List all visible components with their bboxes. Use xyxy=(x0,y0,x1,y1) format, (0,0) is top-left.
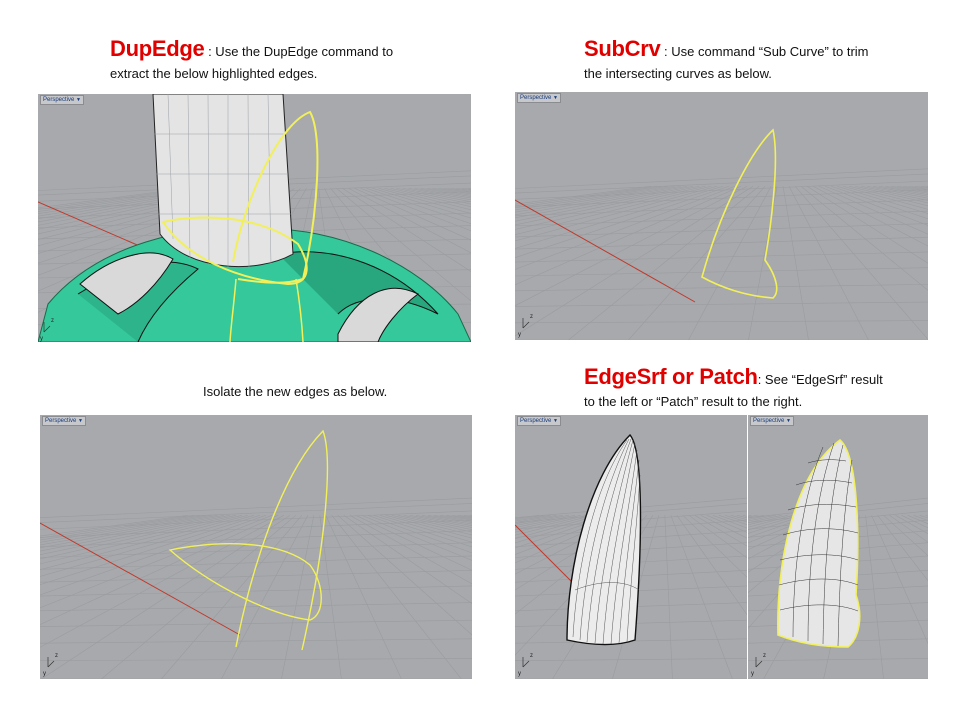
grey-side-surface xyxy=(79,252,174,315)
dupedge-heading: DupEdge : Use the DupEdge command to ext… xyxy=(110,38,440,85)
dupedge-separator: : xyxy=(204,44,212,59)
axis-z-label: z xyxy=(530,314,533,320)
viewport-edgesrf[interactable]: z y Perspective ▼ xyxy=(515,415,747,679)
axis-triad-icon xyxy=(43,322,51,333)
dupedge-scene: z y xyxy=(38,94,471,342)
yellow-edge-fin xyxy=(232,110,319,284)
dupedge-line1: Use the DupEdge command to xyxy=(211,44,394,59)
chevron-down-icon[interactable]: ▼ xyxy=(76,97,81,103)
edgesrf-heading: EdgeSrf or Patch: See “EdgeSrf” result t… xyxy=(584,366,934,413)
viewport-tab-label: Perspective xyxy=(45,418,77,424)
patch-scene: z y xyxy=(748,438,928,679)
axis-y-label: y xyxy=(518,332,521,338)
subcrv-line2: the intersecting curves as below. xyxy=(584,66,772,81)
edgesrf-line2: to the left or “Patch” result to the rig… xyxy=(584,394,803,409)
isolate-scene: z y xyxy=(40,429,472,679)
viewport-subcrv[interactable]: z y Perspective ▼ xyxy=(515,92,928,340)
axis-z-label: z xyxy=(51,318,54,324)
dupedge-line2: extract the below highlighted edges. xyxy=(110,66,318,81)
chevron-down-icon[interactable]: ▼ xyxy=(553,418,558,424)
viewport-dupedge[interactable]: z y Perspective ▼ xyxy=(38,94,471,342)
edgesrf-line1: See “EdgeSrf” result xyxy=(761,372,883,387)
viewport-tab-label: Perspective xyxy=(753,418,785,424)
viewport-tab[interactable]: Perspective ▼ xyxy=(750,416,794,426)
dupedge-command: DupEdge xyxy=(110,36,205,61)
subcrv-line1: Use command “Sub Curve” to trim xyxy=(667,44,869,59)
grey-column xyxy=(152,94,294,268)
viewport-patch[interactable]: z y Perspective ▼ xyxy=(748,415,928,679)
subcrv-heading: SubCrv : Use command “Sub Curve” to trim… xyxy=(584,38,924,85)
viewport-tab-label: Perspective xyxy=(520,95,552,101)
isolate-note: Isolate the new edges as below. xyxy=(203,384,388,399)
axis-z-label: z xyxy=(55,653,58,659)
chevron-down-icon[interactable]: ▼ xyxy=(553,95,558,101)
axis-y-label: y xyxy=(40,336,43,342)
edgesrf-command: EdgeSrf or Patch xyxy=(584,364,758,389)
chevron-down-icon[interactable]: ▼ xyxy=(786,418,791,424)
axis-z-label: z xyxy=(530,653,533,659)
axis-y-label: y xyxy=(43,671,46,677)
viewport-isolate[interactable]: z y Perspective ▼ xyxy=(40,415,472,679)
yellow-edge-loop xyxy=(168,543,322,621)
perspective-grid xyxy=(515,168,928,340)
axis-y-label: y xyxy=(751,671,754,677)
yellow-edge-fin xyxy=(235,429,329,651)
edgesrf-scene: z y xyxy=(515,433,747,679)
subcrv-separator: : xyxy=(660,44,668,59)
perspective-grid xyxy=(40,497,472,679)
viewport-tab[interactable]: Perspective ▼ xyxy=(40,95,84,105)
viewport-tab-label: Perspective xyxy=(520,418,552,424)
viewport-tab[interactable]: Perspective ▼ xyxy=(517,93,561,103)
patch-surface xyxy=(777,438,861,648)
axis-z-label: z xyxy=(763,653,766,659)
viewport-tab[interactable]: Perspective ▼ xyxy=(42,416,86,426)
subcrv-scene: z y xyxy=(515,128,928,340)
x-axis-line xyxy=(40,522,241,636)
viewport-tab[interactable]: Perspective ▼ xyxy=(517,416,561,426)
subcrv-command: SubCrv xyxy=(584,36,661,61)
chevron-down-icon[interactable]: ▼ xyxy=(78,418,83,424)
edgesrf-separator: : xyxy=(757,372,762,387)
axis-triad-icon xyxy=(522,318,530,329)
axis-triad-icon xyxy=(522,657,530,668)
axis-y-label: y xyxy=(518,671,521,677)
yellow-trimmed-curve xyxy=(701,128,778,299)
axis-triad-icon xyxy=(47,657,55,668)
x-axis-line xyxy=(515,199,696,303)
yellow-edge-loop xyxy=(161,216,308,286)
viewport-tab-label: Perspective xyxy=(43,97,75,103)
axis-triad-icon xyxy=(755,657,763,668)
